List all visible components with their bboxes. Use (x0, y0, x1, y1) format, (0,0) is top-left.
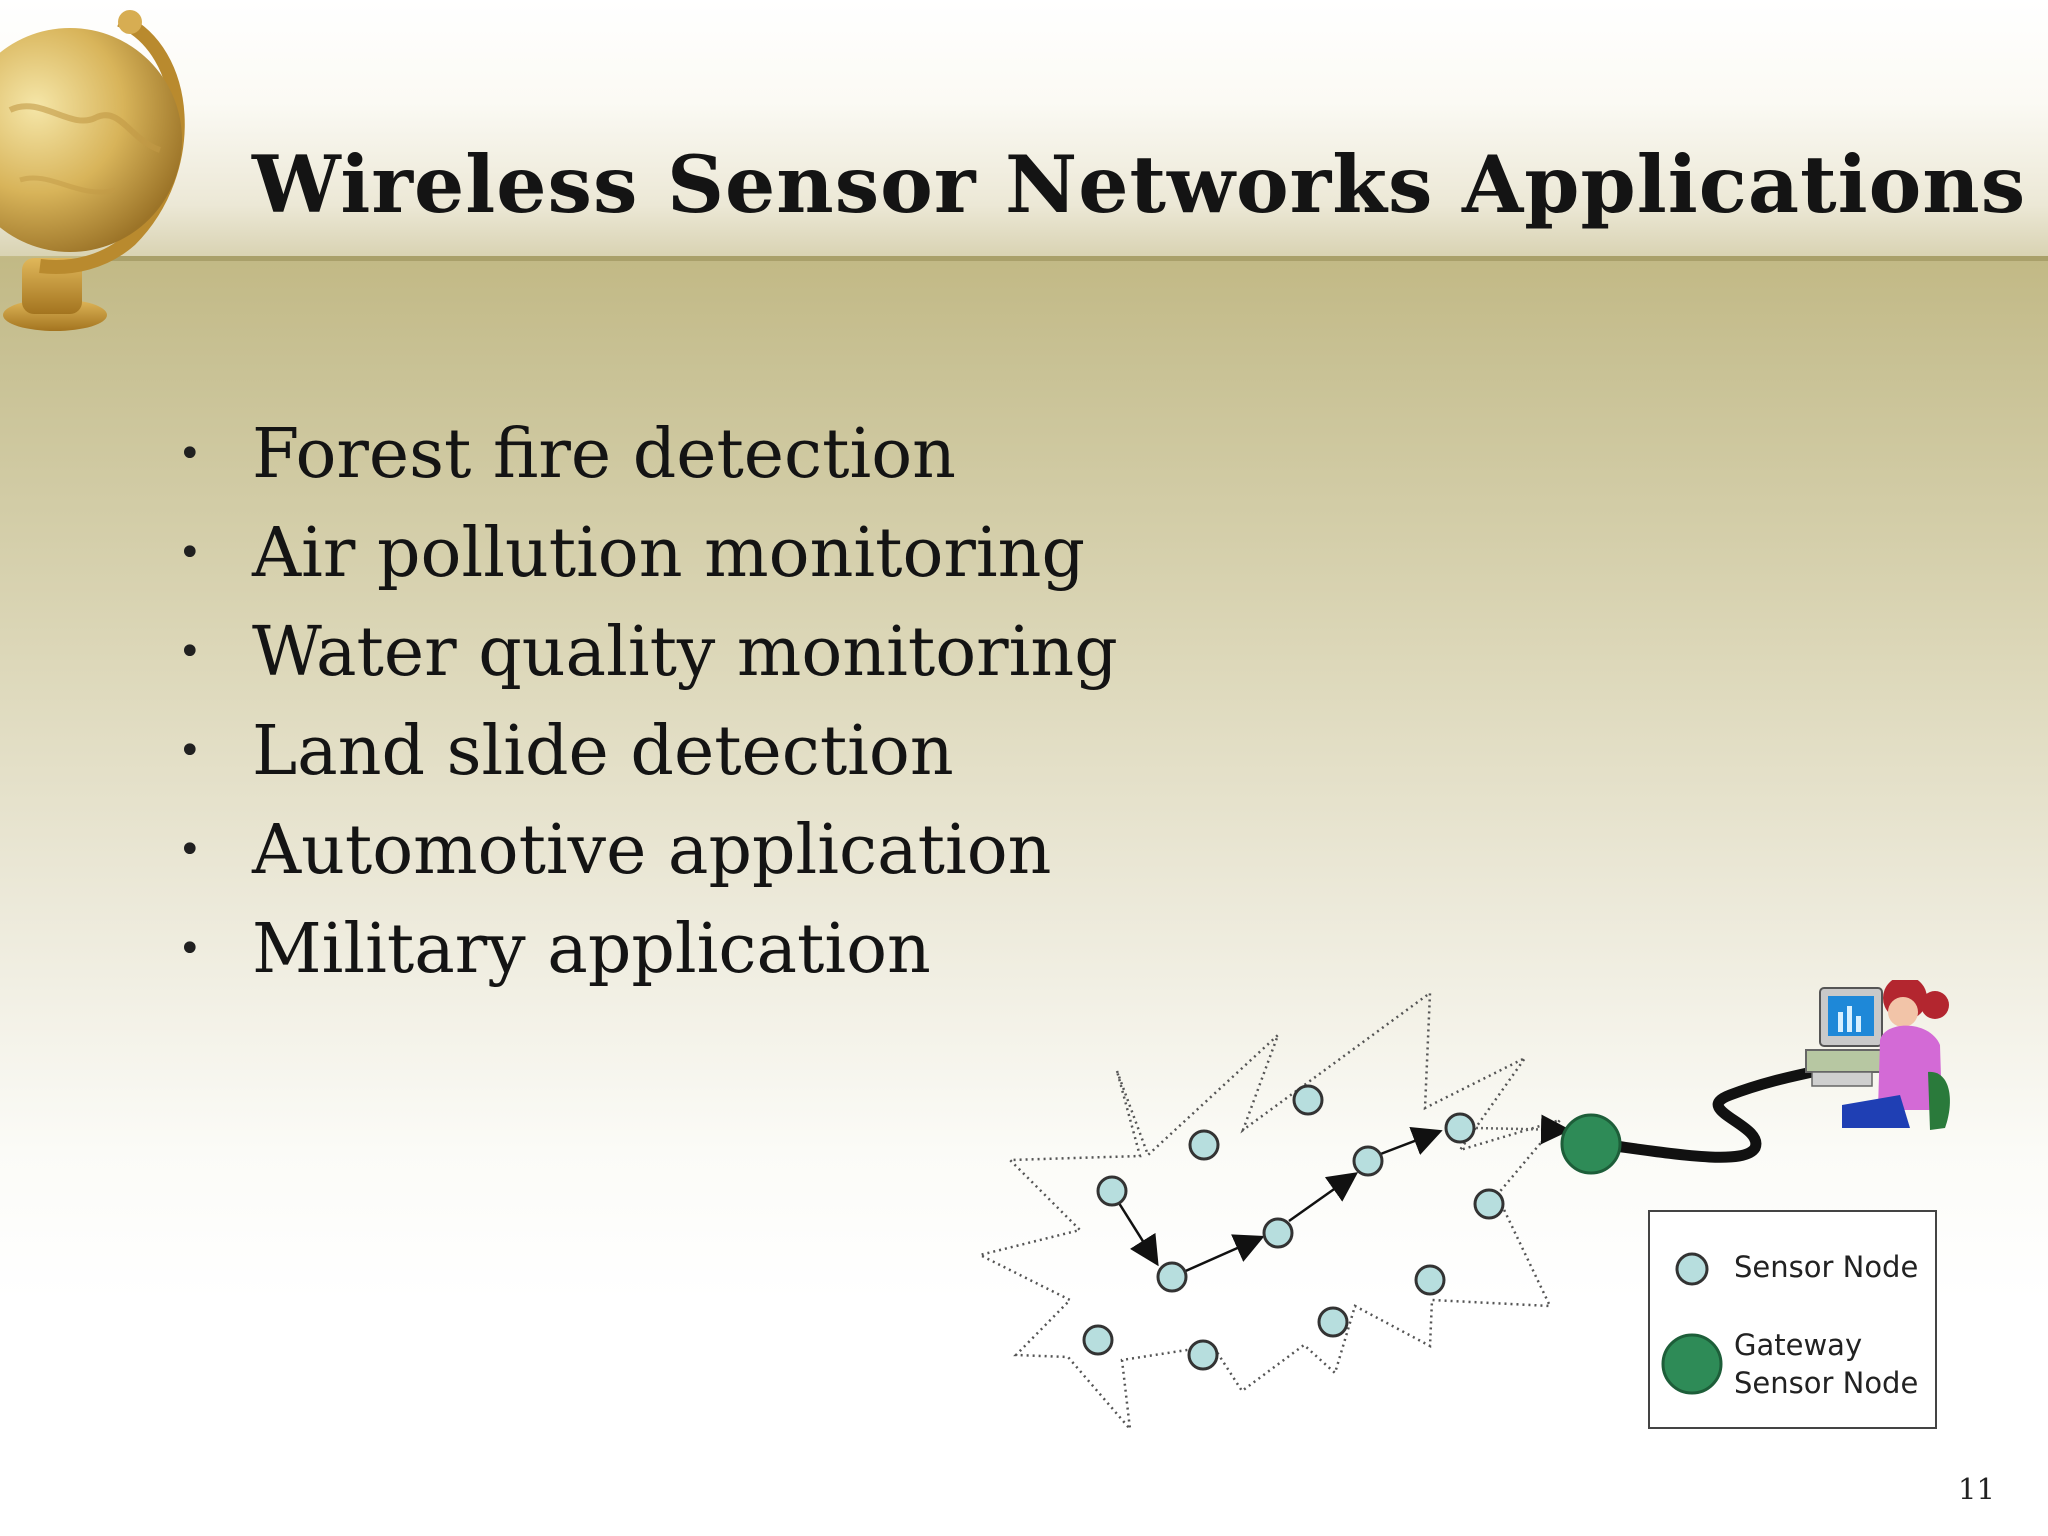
sensor-node (1473, 1188, 1505, 1220)
diagram-legend: Sensor Node Gateway Sensor Node (1648, 1210, 1937, 1429)
sensor-node (1352, 1145, 1384, 1177)
bullet-text: Land slide detection (252, 712, 954, 791)
sensor-node (1444, 1112, 1476, 1144)
sensor-node (1262, 1217, 1294, 1249)
user-at-computer-icon (1805, 980, 1950, 1130)
sensor-node-legend-icon (1675, 1252, 1709, 1286)
gateway-cable (1614, 1062, 1832, 1163)
header-band (0, 0, 2048, 256)
legend-label-sensor-node: Sensor Node (1734, 1250, 1919, 1284)
sensor-field-boundary (976, 990, 1564, 1433)
bullet-text: Military application (252, 910, 931, 989)
page-number: 11 (1958, 1472, 1995, 1506)
sensor-node (1096, 1175, 1128, 1207)
bullet-marker: • (178, 926, 202, 972)
globe-icon (0, 10, 185, 331)
slide-title: Wireless Sensor Networks Applications (252, 138, 2027, 231)
bullet-marker: • (178, 629, 202, 675)
sensor-node (1414, 1264, 1446, 1296)
bullet-text: Water quality monitoring (252, 613, 1118, 692)
gateway-node-legend-icon (1661, 1333, 1723, 1395)
bullet-text: Forest fire detection (252, 415, 956, 494)
sensor-node (1156, 1261, 1188, 1293)
header-divider (110, 256, 2048, 261)
route-link (1475, 1114, 1571, 1145)
route-link (1171, 1234, 1265, 1279)
route-link (1377, 1126, 1443, 1157)
bullet-marker: • (178, 431, 202, 477)
sensor-node (1292, 1084, 1324, 1116)
bullet-marker: • (178, 530, 202, 576)
bullet-text: Automotive application (252, 811, 1052, 890)
sensor-node (1187, 1339, 1219, 1371)
gateway-node (1560, 1113, 1622, 1175)
legend-label-gateway: Gateway Sensor Node (1734, 1328, 1919, 1400)
bullet-text: Air pollution monitoring (252, 514, 1085, 593)
sensor-node (1188, 1129, 1220, 1161)
sensor-network-diagram (976, 980, 1950, 1433)
sensor-node (1082, 1324, 1114, 1356)
bullet-marker: • (178, 827, 202, 873)
bullet-marker: • (178, 728, 202, 774)
sensor-node (1317, 1306, 1349, 1338)
route-link (1288, 1172, 1359, 1223)
